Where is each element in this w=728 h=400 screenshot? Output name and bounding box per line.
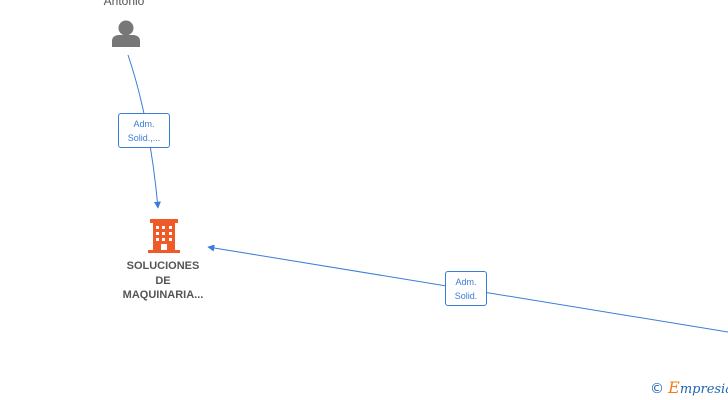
copyright-icon: ©: [650, 381, 664, 397]
person-name-label[interactable]: Antonio: [103, 0, 145, 8]
company-name-label[interactable]: SOLUCIONES DE MAQUINARIA...: [108, 259, 218, 303]
edge-label-line: Adm.: [455, 277, 477, 287]
brand-name: mpresia: [679, 382, 728, 397]
brand-first-letter: E: [668, 378, 680, 397]
edge-label-role-2[interactable]: Adm. Solid.: [445, 271, 487, 306]
edge-label-line: Adm.: [133, 119, 155, 129]
building-icon[interactable]: [148, 219, 180, 253]
company-name-line-3: MAQUINARIA...: [122, 289, 204, 301]
empresia-watermark: © Empresia: [650, 378, 728, 400]
person-icon[interactable]: [112, 20, 140, 48]
edge-label-line: Solid.,...: [127, 133, 161, 143]
edge-label-line: Solid.: [454, 291, 478, 301]
company-name-line-1: SOLUCIONES: [126, 260, 200, 272]
edge-label-role-1[interactable]: Adm. Solid.,...: [118, 113, 170, 148]
company-name-line-2: DE: [155, 274, 171, 287]
